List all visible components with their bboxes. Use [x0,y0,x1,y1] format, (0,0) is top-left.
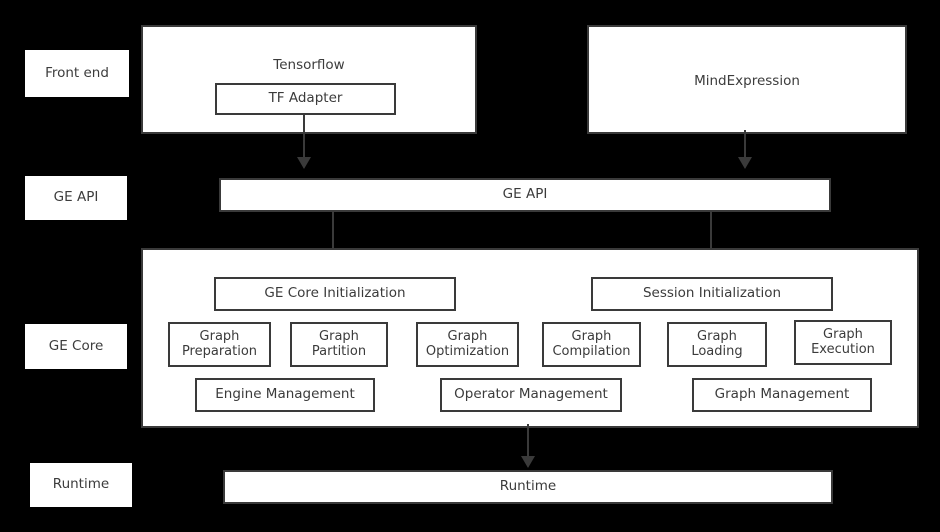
connector-mindexpression-to-ge-api [744,130,746,159]
graph-management-box[interactable]: Graph Management [692,378,872,412]
arrowhead-ge-core-to-runtime [521,456,535,468]
arrowhead-tf-adapter-to-ge-api [297,157,311,169]
tensorflow-container[interactable]: Tensorflow TF Adapter [141,25,477,134]
runtime-bar[interactable]: Runtime [223,470,833,504]
graph-partition-box[interactable]: Graph Partition [290,322,388,367]
ge-core-initialization-box[interactable]: GE Core Initialization [214,277,456,311]
session-initialization-box[interactable]: Session Initialization [591,277,833,311]
connector-ge-core-to-runtime [527,424,529,458]
graph-compilation-box[interactable]: Graph Compilation [542,322,641,367]
lane-label-front-end: Front end [25,50,129,97]
operator-management-box[interactable]: Operator Management [440,378,622,412]
ge-core-container[interactable]: GE Core Initialization Session Initializ… [141,248,919,428]
graph-loading-box[interactable]: Graph Loading [667,322,767,367]
tf-adapter-box[interactable]: TF Adapter [215,83,396,115]
ge-api-bar[interactable]: GE API [219,178,831,212]
graph-execution-box[interactable]: Graph Execution [794,320,892,365]
mindexpression-title: MindExpression [694,73,800,89]
graph-preparation-box[interactable]: Graph Preparation [168,322,271,367]
tensorflow-title: Tensorflow [273,57,345,73]
connector-ge-api-to-ge-core-init [332,212,334,259]
engine-management-box[interactable]: Engine Management [195,378,375,412]
connector-ge-api-to-session-init [710,212,712,259]
graph-optimization-box[interactable]: Graph Optimization [416,322,519,367]
mindexpression-container[interactable]: MindExpression [587,25,907,134]
arrowhead-mindexpression-to-ge-api [738,157,752,169]
lane-label-ge-api: GE API [25,176,127,220]
lane-label-runtime: Runtime [30,463,132,507]
connector-tf-adapter-to-ge-api [303,113,305,159]
lane-label-ge-core: GE Core [25,324,127,369]
